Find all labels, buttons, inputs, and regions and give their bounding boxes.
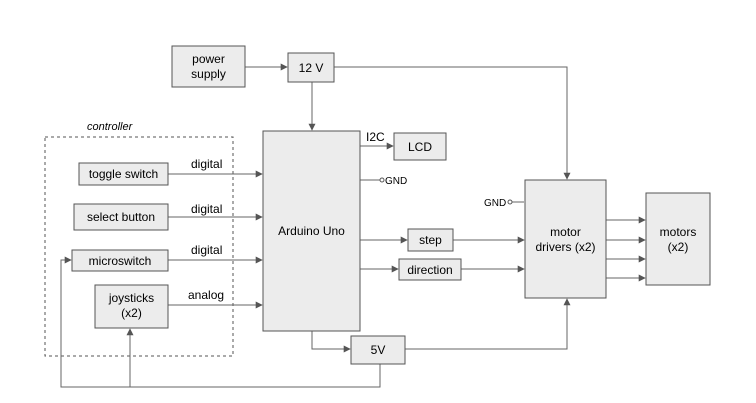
12v-block: 12 V [287, 52, 335, 83]
motors-label-line-2: (x2) [668, 240, 689, 254]
toggle-switch-label: toggle switch [89, 167, 158, 181]
microswitch-block: microswitch [71, 249, 169, 272]
digital-label-2: digital [191, 202, 222, 216]
direction-block: direction [398, 258, 462, 281]
5v-label: 5V [371, 343, 386, 357]
controller-label: controller [87, 121, 134, 133]
5v-to-microswitch-arrow [60, 256, 381, 388]
digital-label-3: digital [191, 243, 222, 257]
lcd-block: LCD [393, 132, 447, 161]
power-supply-label-line-2: supply [191, 67, 226, 81]
drivers-gnd-label: GND [484, 198, 506, 209]
controller-group [44, 136, 234, 357]
joysticks-block: joysticks (x2) [94, 284, 169, 329]
motor-drivers-label-line-2: drivers (x2) [535, 240, 595, 254]
toggle-switch-block: toggle switch [78, 162, 169, 186]
5v-block: 5V [350, 335, 406, 365]
microswitch-label: microswitch [89, 254, 152, 268]
motor-drivers-label-line-1: motor [550, 225, 581, 239]
motors-block: motors (x2) [645, 192, 711, 286]
lcd-label: LCD [408, 140, 432, 154]
power-supply-label-line-1: power [192, 52, 225, 66]
joysticks-label-line-1: joysticks [108, 291, 154, 305]
motors-label-line-1: motors [660, 225, 697, 239]
step-label: step [419, 233, 442, 247]
select-button-label: select button [87, 210, 155, 224]
12v-label: 12 V [299, 61, 324, 75]
motor-drivers-block: motor drivers (x2) [524, 179, 607, 299]
12v-to-drivers-arrow [334, 66, 571, 180]
arduino-to-5v-arrow [311, 331, 351, 353]
connections [60, 63, 646, 388]
digital-label-1: digital [191, 157, 222, 171]
analog-label: analog [188, 288, 224, 302]
arduino-gnd-terminal [379, 177, 385, 183]
arduino-label: Arduino Uno [278, 224, 345, 238]
joysticks-label-line-2: (x2) [121, 306, 142, 320]
direction-label: direction [407, 263, 452, 277]
step-block: step [407, 228, 454, 252]
arduino-block: Arduino Uno [262, 130, 361, 332]
select-button-block: select button [73, 203, 169, 231]
5v-to-drivers-arrow [405, 298, 571, 350]
i2c-label: I2C [366, 130, 385, 144]
power-supply-block: power supply [171, 45, 246, 88]
drivers-gnd-terminal [507, 199, 513, 205]
arduino-gnd-label: GND [385, 176, 407, 187]
